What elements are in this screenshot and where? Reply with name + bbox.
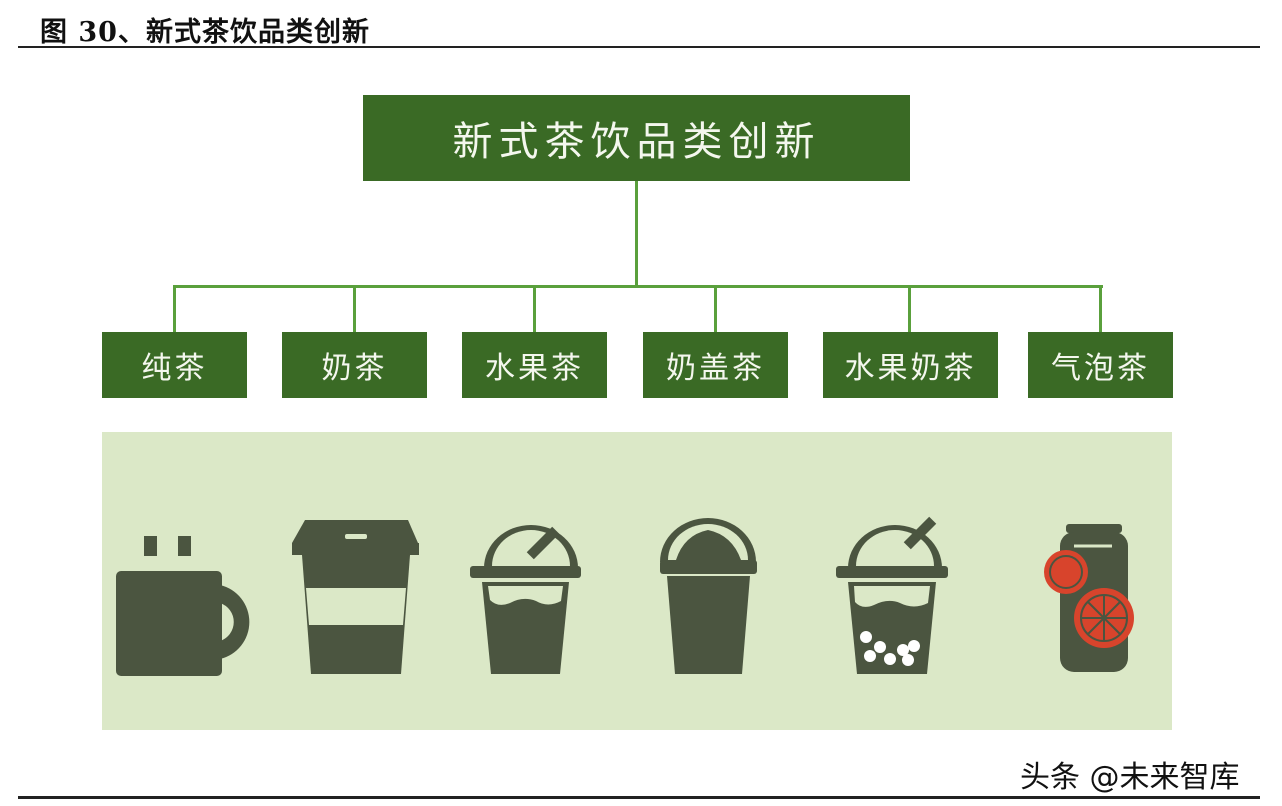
figure-title: 图 30、新式茶饮品类创新 (40, 17, 370, 48)
branch-1 (173, 285, 176, 332)
root-node: 新式茶饮品类创新 (363, 95, 910, 181)
branch-3 (533, 285, 536, 332)
watermark: 头条 @未来智库 (1020, 760, 1240, 795)
category-sparkling-tea: 气泡茶 (1028, 332, 1173, 398)
branch-2 (353, 285, 356, 332)
horizontal-bar (174, 285, 1103, 288)
foam-cup-icon (660, 518, 757, 674)
category-fruit-milk-tea: 水果奶茶 (823, 332, 998, 398)
category-fruit-tea: 水果茶 (462, 332, 607, 398)
category-pure-tea: 纯茶 (102, 332, 247, 398)
root-stem (635, 181, 638, 287)
top-rule (18, 46, 1260, 48)
fruit-can-icon (1044, 524, 1134, 672)
category-cheese-foam-tea: 奶盖茶 (643, 332, 788, 398)
icon-panel (102, 432, 1172, 730)
mug-icon (116, 536, 250, 676)
branch-5 (908, 285, 911, 332)
bubble-tea-cup-icon (836, 516, 948, 674)
paper-cup-icon (292, 520, 419, 674)
category-milk-tea: 奶茶 (282, 332, 427, 398)
bottom-rule (18, 796, 1260, 799)
dome-cup-straw-icon (470, 525, 581, 674)
branch-6 (1099, 285, 1102, 332)
branch-4 (714, 285, 717, 332)
